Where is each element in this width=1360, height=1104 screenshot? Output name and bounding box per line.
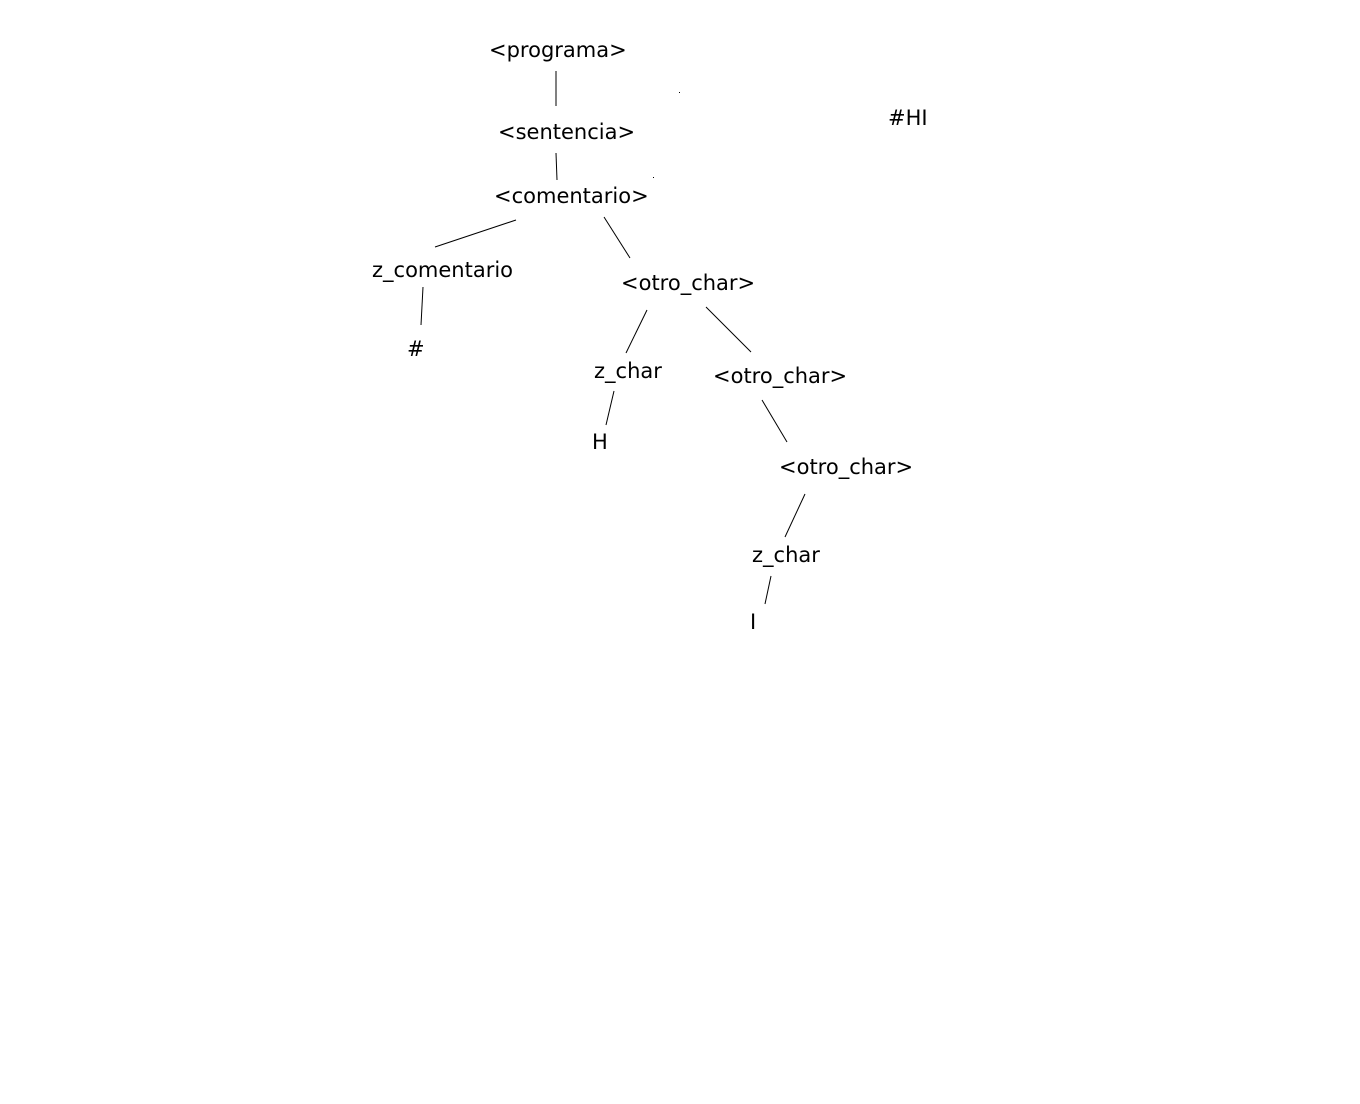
node-sentencia: <sentencia>	[498, 120, 635, 144]
node-hash: #	[407, 337, 425, 361]
edge-z-char-2-to-i	[764, 575, 772, 605]
edge-z-char-1-to-h	[605, 390, 615, 426]
edge-z-comentario-to-hash	[420, 286, 424, 326]
node-i: I	[750, 610, 756, 634]
stray-dot	[679, 92, 680, 93]
node-h: H	[592, 430, 608, 454]
edge-comentario-to-otro-char-1	[603, 216, 631, 259]
node-otro-char-3: <otro_char>	[779, 455, 913, 480]
edge-comentario-to-z-comentario	[434, 219, 517, 248]
node-otro-char-1: <otro_char>	[621, 271, 755, 296]
edges-layer	[420, 71, 806, 605]
stray-dot	[653, 177, 654, 178]
node-programa: <programa>	[489, 38, 627, 62]
input-string-label: #HI	[888, 106, 928, 130]
node-otro-char-2: <otro_char>	[713, 364, 847, 389]
node-z-char-2: z_char	[752, 543, 820, 568]
edge-otro-char-3-to-z-char-2	[784, 493, 806, 538]
edge-otro-char-1-to-otro-char-2	[705, 306, 752, 353]
node-comentario: <comentario>	[494, 184, 649, 208]
edge-otro-char-2-to-otro-char-3	[761, 399, 788, 443]
nodes-layer: <programa> <sentencia> <comentario> z_comen…	[372, 38, 913, 634]
node-z-char-1: z_char	[594, 359, 662, 384]
edge-sentencia-to-comentario	[555, 152, 558, 181]
node-z-comentario: z_comentario	[372, 258, 513, 283]
edge-otro-char-1-to-z-char-1	[625, 309, 648, 354]
